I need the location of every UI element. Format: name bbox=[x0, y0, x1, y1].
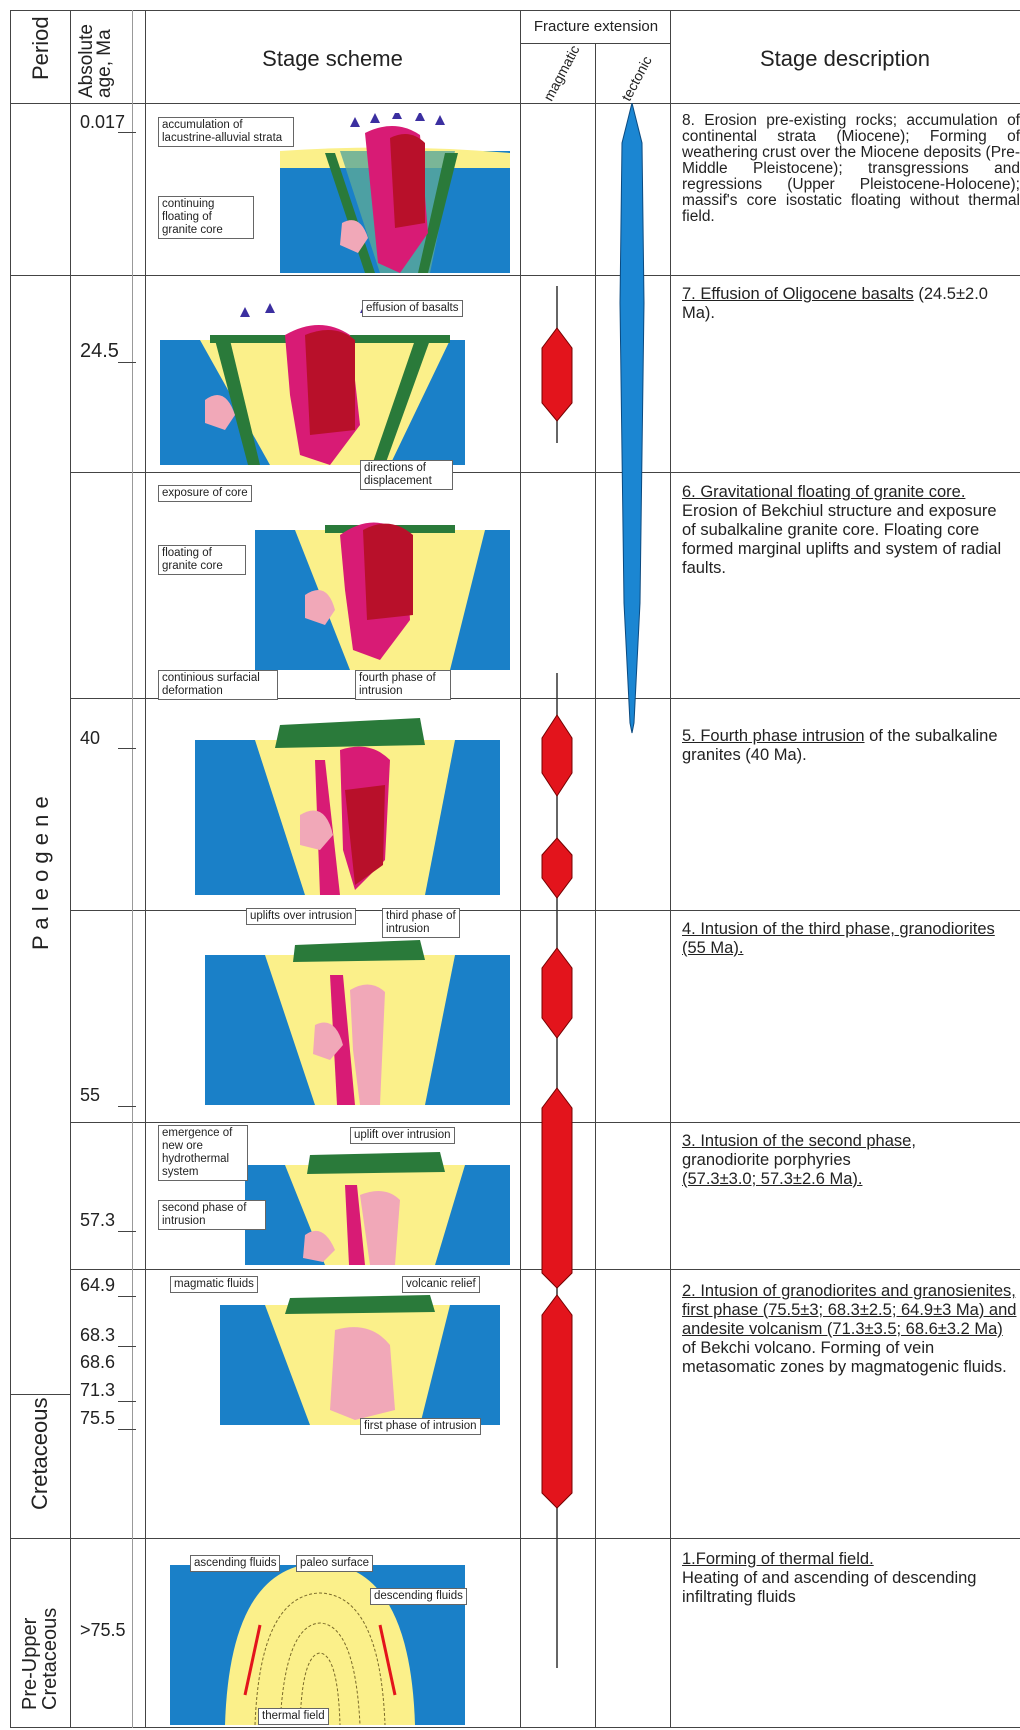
age-label: 75.5 bbox=[80, 1408, 115, 1429]
magmatic-header: magmatic bbox=[540, 42, 583, 103]
age-label: 0.017 bbox=[80, 112, 125, 133]
stage-2-scheme bbox=[220, 1290, 500, 1425]
label-effusion-basalts: effusion of basalts bbox=[362, 300, 463, 317]
stage-6-scheme bbox=[255, 500, 510, 670]
tectonic-header: tectonic bbox=[618, 53, 655, 103]
stage-8-description: 8. Erosion pre-existing rocks; accumulat… bbox=[682, 113, 1020, 225]
age-label: 71.3 bbox=[80, 1380, 115, 1401]
label-thermal-field: thermal field bbox=[258, 1708, 329, 1725]
fracture-header: Fracture extension bbox=[520, 18, 672, 35]
stage-3-scheme bbox=[245, 1140, 510, 1265]
label-fourth-phase: fourth phase of intrusion bbox=[355, 670, 451, 700]
period-paleogene: P a l e o g e n e bbox=[28, 796, 54, 950]
label-uplift-over-intrusion: uplift over intrusion bbox=[350, 1127, 455, 1144]
label-ascending-fluids: ascending fluids bbox=[190, 1555, 280, 1572]
age-label: 24.5 bbox=[80, 340, 119, 363]
label-exposure-core: exposure of core bbox=[158, 485, 252, 502]
age-label: 64.9 bbox=[80, 1275, 115, 1296]
label-uplifts-over-intrusion: uplifts over intrusion bbox=[246, 908, 356, 925]
stage-1-scheme bbox=[170, 1555, 465, 1725]
age-label: >75.5 bbox=[80, 1620, 126, 1641]
stage-1-description: 1.Forming of thermal field.Heating of an… bbox=[682, 1550, 1012, 1607]
magmatic-bar bbox=[542, 1088, 572, 1288]
stage-3-description: 3. Intusion of the second phase,granodio… bbox=[682, 1132, 1012, 1189]
label-lacustrine-strata: accumulation of lacustrine-alluvial stra… bbox=[158, 117, 294, 147]
age-label: 68.3 bbox=[80, 1325, 115, 1346]
label-floating-granite-core: floating of granite core bbox=[158, 545, 246, 575]
stage-6-description: 6. Gravitational floating of granite cor… bbox=[682, 483, 1012, 578]
age-label: 40 bbox=[80, 728, 100, 749]
label-paleo-surface: paleo surface bbox=[296, 1555, 373, 1572]
stage-2-description: 2. Intusion of granodiorites and granosi… bbox=[682, 1282, 1020, 1377]
stage-5-description: 5. Fourth phase intrusion of the subalka… bbox=[682, 727, 1012, 765]
stage-5-scheme bbox=[195, 700, 500, 895]
magmatic-bar bbox=[542, 715, 572, 796]
magmatic-bar bbox=[542, 328, 572, 421]
description-header: Stage description bbox=[670, 46, 1020, 72]
label-descending-fluids: descending fluids bbox=[370, 1588, 467, 1605]
stage-8-scheme bbox=[280, 113, 510, 273]
label-third-phase: third phase of intrusion bbox=[382, 908, 460, 938]
label-magmatic-fluids: magmatic fluids bbox=[170, 1276, 258, 1293]
scheme-header: Stage scheme bbox=[145, 46, 520, 72]
stage-7-scheme bbox=[160, 295, 480, 465]
label-surfacial-deformation: continious surfacial deformation bbox=[158, 670, 278, 700]
magmatic-bar bbox=[542, 1295, 572, 1508]
label-emergence-hydrothermal: emergence of new ore hydrothermal system bbox=[158, 1125, 248, 1181]
age-label: 55 bbox=[80, 1085, 100, 1106]
label-volcanic-relief: volcanic relief bbox=[402, 1276, 480, 1293]
magmatic-bar bbox=[542, 838, 572, 898]
age-label: 68.6 bbox=[80, 1352, 115, 1373]
label-first-phase: first phase of intrusion bbox=[360, 1418, 481, 1435]
label-directions-displacement: directions of displacement bbox=[360, 460, 453, 490]
tectonic-bar bbox=[620, 103, 644, 733]
stage-7-description: 7. Effusion of Oligocene basalts (24.5±2… bbox=[682, 285, 1012, 323]
stage-4-description: 4. Intusion of the third phase, granodio… bbox=[682, 920, 1012, 958]
fracture-extension-bars bbox=[520, 103, 670, 1728]
period-header: Period bbox=[28, 16, 54, 80]
magmatic-bar bbox=[542, 948, 572, 1038]
age-label: 57.3 bbox=[80, 1210, 115, 1231]
label-floating-core: continuing floating of granite core bbox=[158, 196, 254, 239]
stage-4-scheme bbox=[205, 930, 510, 1105]
period-cretaceous: Cretaceous bbox=[27, 1397, 53, 1510]
label-second-phase: second phase of intrusion bbox=[158, 1200, 266, 1230]
